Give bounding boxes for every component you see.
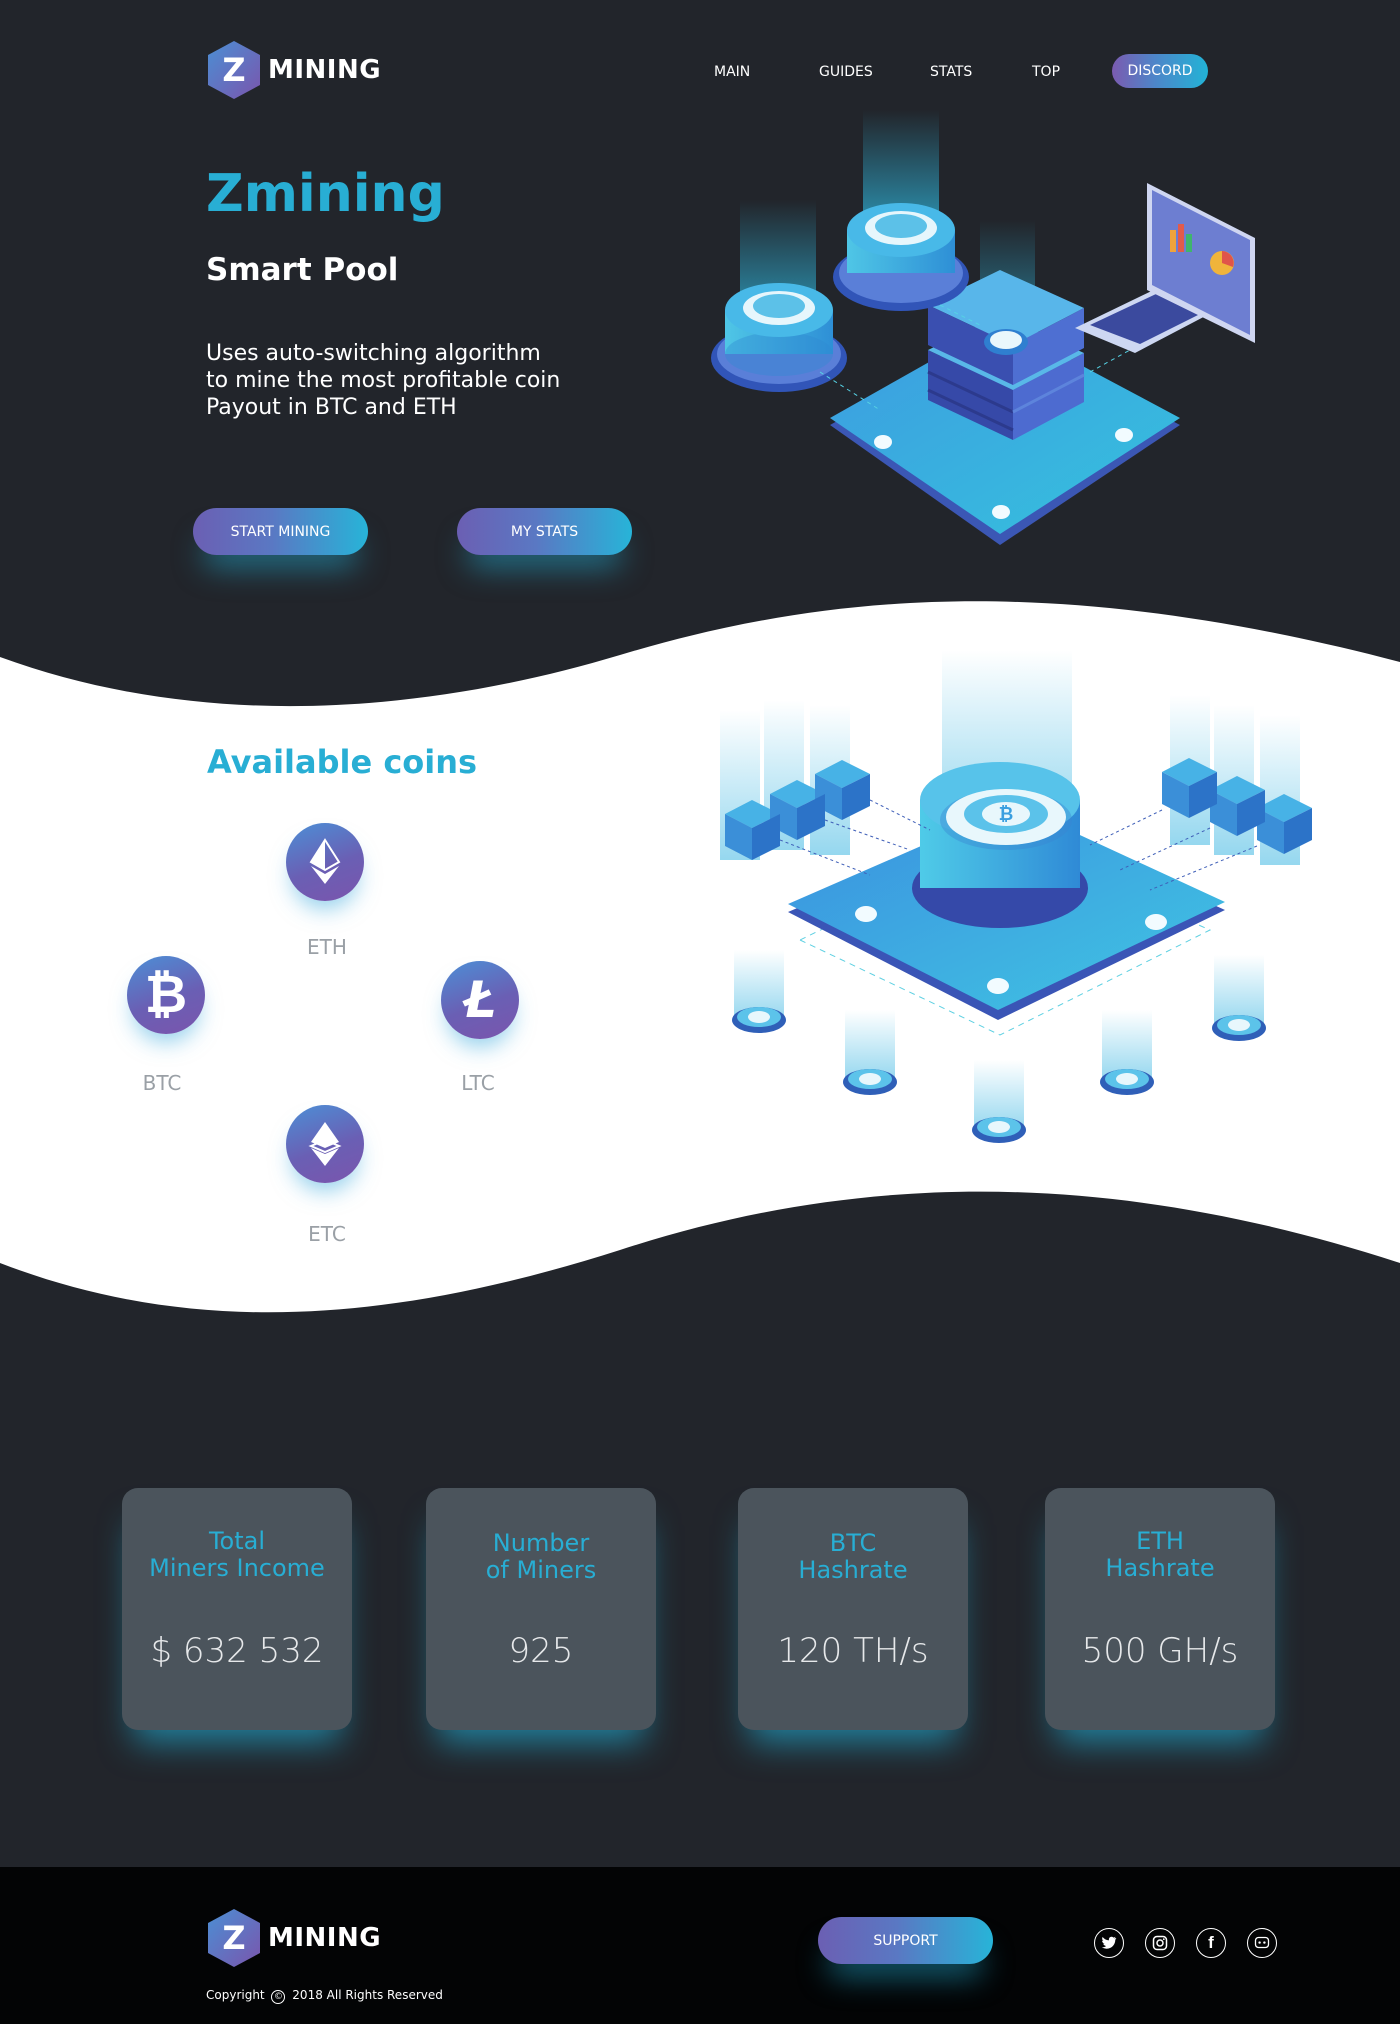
hero-description-line: Uses auto-switching algorithm <box>206 341 541 366</box>
logo-hexagon-icon: Z <box>208 41 260 99</box>
hero-subtitle: Smart Pool <box>206 252 399 288</box>
stat-card-title: Number of Miners <box>426 1530 656 1584</box>
litecoin-icon: Ł <box>463 971 497 1029</box>
logo-hexagon-icon: Z <box>208 1909 260 1967</box>
discord-link[interactable] <box>1247 1928 1277 1958</box>
stat-card-title-line: Miners Income <box>149 1554 325 1582</box>
stat-card-title-line: Total <box>208 1527 266 1555</box>
header-logo[interactable]: Z MINING <box>206 40 381 100</box>
hero-description-line: Payout in BTC and ETH <box>206 395 457 420</box>
stat-card-title-line: ETH <box>1136 1527 1184 1555</box>
etc-coin[interactable] <box>286 1105 364 1183</box>
nav-main[interactable]: MAIN <box>714 64 751 80</box>
discord-icon <box>1254 1936 1270 1949</box>
stat-card-title: ETH Hashrate <box>1045 1528 1275 1582</box>
stat-card-number-of-miners: Number of Miners 925 <box>426 1488 656 1730</box>
copyright-prefix: Copyright <box>206 1988 265 2002</box>
nav-stats[interactable]: STATS <box>930 64 973 80</box>
eth-label: ETH <box>307 935 347 959</box>
eth-coin[interactable] <box>286 823 364 901</box>
stat-card-btc-hashrate: BTC Hashrate 120 TH/s <box>738 1488 968 1730</box>
stat-card-title: BTC Hashrate <box>738 1530 968 1584</box>
stat-card-title-line: Number <box>492 1529 590 1557</box>
etc-label: ETC <box>308 1222 346 1246</box>
available-coins-title: Available coins <box>207 743 478 781</box>
my-stats-button[interactable]: MY STATS <box>457 508 632 555</box>
ethereum-icon <box>309 838 341 884</box>
ethereum-classic-icon <box>308 1122 342 1166</box>
twitter-icon <box>1101 1936 1117 1949</box>
hero-description-line: to mine the most profitable coin <box>206 368 561 393</box>
copyright-symbol: © <box>271 1990 286 2004</box>
stat-card-title: Total Miners Income <box>122 1528 352 1582</box>
mining-farm-illustration: ₿ <box>720 650 1312 1143</box>
logo-text: MINING <box>268 55 382 85</box>
logo-letter: Z <box>222 51 245 89</box>
stat-card-value: 500 GH/s <box>1081 1631 1239 1671</box>
instagram-link[interactable] <box>1145 1928 1175 1958</box>
hero-mining-illustration <box>711 110 1255 545</box>
support-button[interactable]: SUPPORT <box>818 1917 993 1964</box>
svg-text:₿: ₿ <box>999 804 1014 825</box>
stat-card-title-line: Hashrate <box>1105 1554 1215 1582</box>
stat-card-title-line: Hashrate <box>798 1556 908 1584</box>
discord-button[interactable]: DISCORD <box>1112 54 1208 88</box>
stat-card-title-line: of Miners <box>485 1556 597 1584</box>
nav-guides[interactable]: GUIDES <box>819 64 873 80</box>
facebook-icon: f <box>1208 1933 1214 1952</box>
start-mining-button[interactable]: START MINING <box>193 508 368 555</box>
twitter-link[interactable] <box>1094 1928 1124 1958</box>
copyright-rest: 2018 All Rights Reserved <box>292 1988 443 2002</box>
ltc-coin[interactable]: Ł <box>441 961 519 1039</box>
btc-coin[interactable]: ₿ <box>127 956 205 1034</box>
ltc-label: LTC <box>461 1071 495 1095</box>
stat-card-value: 925 <box>508 1631 574 1671</box>
stat-card-eth-hashrate: ETH Hashrate 500 GH/s <box>1045 1488 1275 1730</box>
stat-card-value: $ 632 532 <box>150 1631 324 1671</box>
hero-title: Zmining <box>206 164 445 224</box>
facebook-link[interactable]: f <box>1196 1928 1226 1958</box>
footer-logo[interactable]: Z MINING <box>206 1908 381 1968</box>
nav-top[interactable]: TOP <box>1032 64 1061 80</box>
stat-card-title-line: BTC <box>829 1529 877 1557</box>
stat-card-value: 120 TH/s <box>777 1631 929 1671</box>
logo-letter: Z <box>222 1919 245 1957</box>
logo-text: MINING <box>268 1923 382 1953</box>
copyright-text: Copyright © 2018 All Rights Reserved <box>206 1988 443 2004</box>
hero-description: Uses auto-switching algorithm to mine th… <box>206 340 626 421</box>
instagram-icon <box>1152 1935 1168 1951</box>
stat-card-total-income: Total Miners Income $ 632 532 <box>122 1488 352 1730</box>
bitcoin-icon: ₿ <box>144 965 188 1025</box>
btc-label: BTC <box>142 1071 182 1095</box>
